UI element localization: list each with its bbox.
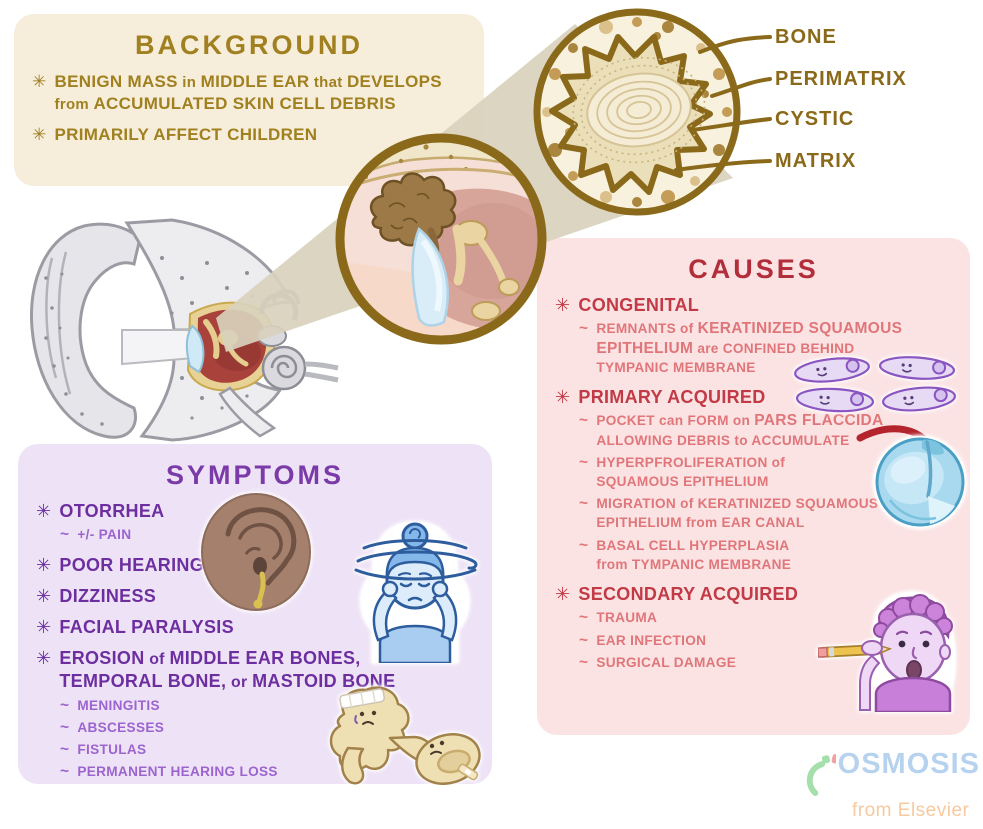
list-item-line: EPITHELIUM from EAR CANAL — [596, 515, 805, 531]
bullet-glyph: ✳ — [36, 617, 52, 638]
cholesteatoma-zoom-circle — [335, 133, 547, 345]
list-item-line: TRAUMA — [596, 610, 658, 626]
symptoms-list: ✳ OTORRHEA ~ +/- PAIN ✳ POOR HEARING ✳ DIZZINES… — [36, 500, 474, 782]
bullet-glyph: ✳ — [555, 295, 571, 315]
list-item: ~ TRAUMA — [555, 608, 952, 627]
label-perimatrix: PERIMATRIX — [775, 68, 907, 90]
bullet-glyph: ✳ — [36, 554, 52, 575]
bullet-glyph: ~ — [60, 696, 70, 714]
list-item: ✳ FACIAL PARALYSIS — [36, 616, 474, 638]
list-item: ~ PERMANENT HEARING LOSS — [36, 762, 474, 781]
list-item: ~ +/- PAIN — [36, 525, 474, 544]
list-item: ✳ DIZZINESS — [36, 585, 474, 607]
list-item-line: FISTULAS — [77, 742, 147, 758]
list-item-line: from TYMPANIC MEMBRANE — [596, 556, 792, 572]
list-item: ~ ABSCESSES — [36, 718, 474, 737]
list-item-line: BENIGN MASS in MIDDLE EAR that DEVELOPS — [54, 72, 442, 91]
bullet-glyph: ~ — [579, 536, 589, 554]
bullet-glyph: ~ — [60, 763, 70, 781]
list-item-line: ABSCESSES — [77, 719, 165, 735]
ear-discharge-illustration — [201, 493, 311, 611]
list-item: ~ EAR INFECTION — [555, 631, 952, 650]
list-item: ~ MENINGITIS — [36, 696, 474, 715]
list-item-line: BASAL CELL HYPERPLASIA — [596, 537, 790, 553]
bullet-glyph: ~ — [60, 741, 70, 759]
causes-title: CAUSES — [688, 254, 819, 284]
bullet-glyph: ~ — [579, 412, 589, 430]
list-item-line: ALLOWING DEBRIS to ACCUMULATE — [596, 432, 850, 448]
eroded-ossicles-illustration — [329, 686, 481, 785]
list-item-line: SQUAMOUS EPITHELIUM — [596, 473, 769, 489]
list-item-line: OTORRHEA — [59, 501, 165, 521]
list-item-line: EAR INFECTION — [596, 632, 707, 648]
list-item-line: DIZZINESS — [59, 585, 157, 606]
list-item: ~ HYPERPFROLIFERATION of SQUAMOUS EPITHELI… — [555, 453, 952, 491]
bullet-glyph: ~ — [60, 718, 70, 736]
label-cystic: CYSTIC — [775, 108, 855, 130]
list-item-line: from ACCUMULATED SKIN CELL DEBRIS — [54, 93, 396, 113]
list-item-line: PRIMARY ACQUIRED — [578, 386, 766, 407]
list-item-line: HYPERPFROLIFERATION of — [596, 454, 786, 470]
list-item-line: POOR HEARING — [59, 554, 205, 575]
list-item-line: +/- PAIN — [77, 527, 132, 543]
squamous-cells-illustration — [794, 356, 956, 413]
list-item-line: PERMANENT HEARING LOSS — [77, 764, 278, 780]
tympanic-membrane-illustration — [874, 436, 966, 528]
bullet-glyph: ✳ — [36, 501, 52, 521]
list-item: ✳ BENIGN MASS in MIDDLE EAR that DEVELOPS… — [32, 71, 466, 114]
bullet-glyph: ✳ — [555, 386, 571, 407]
list-item-line: POCKET can FORM on PARS FLACCIDA — [596, 412, 884, 430]
list-item: ~ BASAL CELL HYPERPLASIA from TYMPANIC MEM… — [555, 536, 952, 574]
bullet-glyph: ✳ — [32, 72, 47, 91]
person-pencil-ear-illustration — [818, 592, 956, 712]
list-item: ~ POCKET can FORM on PARS FLACCIDA ALLOWIN… — [555, 411, 952, 449]
background-title: BACKGROUND — [135, 30, 363, 60]
dizzy-person-illustration — [354, 522, 478, 663]
list-item-line: EROSION of MIDDLE EAR BONES, — [59, 648, 361, 669]
symptoms-panel: SYMPTOMS ✳ OTORRHEA ~ +/- PAIN ✳ POOR HEARING… — [18, 444, 492, 785]
bullet-glyph: ~ — [579, 495, 589, 513]
list-item-line: MIGRATION of KERATINIZED SQUAMOUS — [596, 496, 879, 512]
bullet-glyph: ~ — [579, 609, 589, 627]
list-item: ~ MIGRATION of KERATINIZED SQUAMOUS EPITHE… — [555, 494, 952, 532]
bullet-glyph: ✳ — [555, 584, 571, 605]
list-item-line: MENINGITIS — [77, 697, 160, 713]
bullet-glyph: ~ — [579, 453, 589, 471]
list-item: ✳ OTORRHEA — [36, 500, 474, 522]
bullet-glyph: ~ — [579, 320, 589, 338]
bullet-glyph: ~ — [579, 631, 589, 649]
bullet-glyph: ✳ — [36, 585, 52, 606]
label-bone: BONE — [775, 26, 837, 48]
list-item-line: TEMPORAL BONE, or MASTOID BONE — [59, 671, 396, 692]
list-item-line: TYMPANIC MEMBRANE — [596, 359, 756, 375]
list-item: ✳ POOR HEARING — [36, 554, 474, 576]
osmosis-logo-tagline: from Elsevier — [852, 800, 970, 821]
histology-zoom-circle — [533, 8, 741, 216]
ear-anatomy-illustration — [29, 218, 339, 442]
list-item-line: PRIMARILY AFFECT CHILDREN — [54, 125, 318, 145]
bullet-glyph: ✳ — [36, 648, 52, 669]
list-item-line: FACIAL PARALYSIS — [59, 617, 234, 638]
list-item: ✳ EROSION of MIDDLE EAR BONES,TEMPORAL BO… — [36, 647, 474, 692]
list-item: ✳ SECONDARY ACQUIRED — [555, 583, 952, 605]
list-item-line: SECONDARY ACQUIRED — [578, 584, 799, 605]
osmosis-logo: OSMOSIS from Elsevier — [800, 750, 980, 822]
list-item-line: REMNANTS of KERATINIZED SQUAMOUS — [596, 320, 903, 338]
bullet-glyph: ✳ — [32, 125, 47, 145]
osmosis-logo-mark — [806, 753, 836, 796]
list-item: ✳ PRIMARY ACQUIRED — [555, 386, 952, 408]
list-item: ~ SURGICAL DAMAGE — [555, 653, 952, 672]
list-item-line: SURGICAL DAMAGE — [596, 654, 737, 670]
list-item-line: CONGENITAL — [578, 295, 700, 315]
osmosis-logo-text: OSMOSIS — [837, 748, 980, 780]
list-item: ✳ CONGENITAL — [555, 294, 952, 316]
list-item: ~ FISTULAS — [36, 740, 474, 759]
symptoms-title: SYMPTOMS — [165, 460, 345, 490]
bullet-glyph: ~ — [579, 653, 589, 671]
causes-panel: CAUSES ✳ CONGENITAL ~ REMNANTS of KERATINIZ… — [537, 238, 970, 735]
label-matrix: MATRIX — [775, 150, 857, 172]
bullet-glyph: ~ — [60, 526, 70, 544]
